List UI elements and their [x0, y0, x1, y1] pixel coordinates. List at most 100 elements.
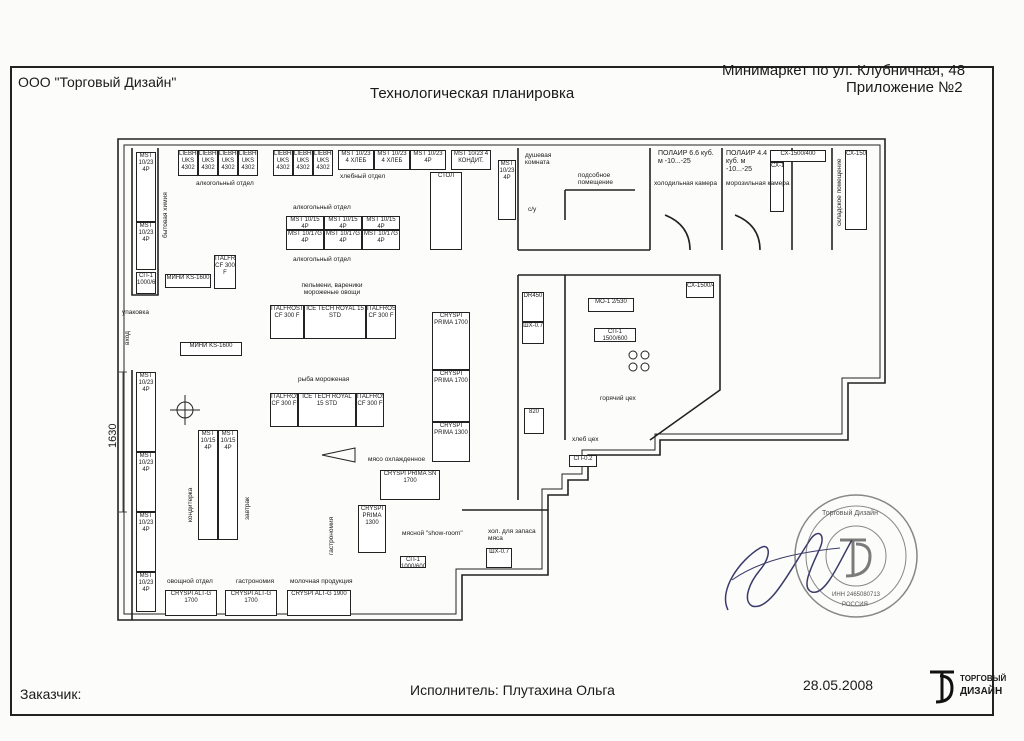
zone-fish: рыба мороженая	[298, 376, 350, 383]
stamp-name: Торговый Дизайн	[822, 510, 878, 517]
zone-alcohol-1: алкогольный отдел	[196, 180, 254, 187]
stamp-inn: ИНН 2465080713	[832, 592, 881, 598]
zone-meat-chilled: мясо охлажденное	[368, 456, 426, 463]
packing-table: СП-1 1000/600	[136, 272, 156, 294]
company-logo: ТОРГОВЫЙ ДИЗАЙН	[926, 668, 1006, 706]
wall-shelf: MST 10/23 4P	[136, 452, 156, 512]
zone-bakery: хлеб цех	[572, 436, 599, 443]
cryspi-alt: CRYSPI ALT-G 1900	[287, 590, 351, 616]
zone-meat-showroom: мясной "show-room"	[402, 530, 463, 537]
zone-packing: упаковка	[122, 309, 149, 316]
zone-cold-chamber: холодильная камера	[654, 180, 718, 187]
stamp-country: РОССИЯ	[842, 602, 868, 608]
polair-chamber-1: ПОЛАИР 6.6 куб. м -10...-25	[658, 150, 714, 165]
executor-label: Исполнитель: Плутахина Ольга	[410, 682, 615, 698]
company-name: ООО "Торговый Дизайн"	[18, 74, 177, 90]
warehouse-shelf: СХ-1500/400	[845, 150, 867, 230]
cx-unit: СХ-1500/400	[770, 150, 826, 162]
left-shelf-column	[131, 148, 159, 296]
left-shelf: MST 10/23 4P	[136, 152, 156, 222]
customer-label: Заказчик:	[20, 686, 82, 702]
backroom-partitions	[517, 148, 833, 251]
zone-utility: подсобное помещение	[578, 172, 613, 186]
zone-wc: с/у	[528, 206, 537, 213]
backroom-shelf: MST 10/23 4P	[498, 160, 516, 220]
cryspi-showcase: CRYSPI PRIMA 1300	[358, 505, 386, 553]
chest-freezer: МИНИ KS-1600	[180, 342, 242, 356]
company-stamp: Торговый Дизайн ИНН 2465080713 РОССИЯ	[792, 492, 920, 620]
door-arc-2	[734, 214, 761, 251]
zone-dumplings: пельмени, вареники мороженые овощи	[301, 282, 363, 296]
liebherr-fridge: LIEBHERR UKS 4302	[293, 150, 313, 176]
cx-unit: СХ-1500/400	[686, 282, 714, 298]
bread-shelf: MST 10/23 4 ХЛЕБ	[374, 150, 410, 170]
zone-gastronomy: гастрономия	[236, 578, 275, 585]
ice-tech-island: ICE TECH ROYAL 15 STD	[298, 393, 356, 427]
zone-meat-storage: хол. для запаса мяса	[488, 528, 536, 542]
production-table: СП-1 1500/600	[594, 328, 636, 342]
liebherr-fridge: LIEBHERR UKS 4302	[273, 150, 293, 176]
drawing-title: Технологическая планировка	[370, 85, 575, 102]
number-820-unit: 820	[524, 408, 544, 434]
bread-shelf: MST 10/23 4 ХЛЕБ	[338, 150, 374, 170]
logo-line-2: ДИЗАЙН	[960, 686, 1003, 697]
zone-alcohol-3: алкогольный отдел	[293, 256, 351, 263]
wall-shelf: MST 10/23 4P	[136, 512, 156, 572]
cabinet-shk: ШХ-0.7	[522, 322, 544, 344]
project-name: Минимаркет по ул. Клубничная, 48	[722, 62, 966, 79]
island-shelf: MST 10/17G 4P	[362, 230, 400, 250]
dr450-unit: DR450	[522, 292, 544, 322]
door-arc-1	[664, 214, 691, 251]
cryspi-alt: CRYSPI ALT-G 1700	[165, 590, 217, 616]
date-label: 28.05.2008	[803, 677, 874, 693]
freezer-shelf: СХ-1500/400	[770, 162, 784, 212]
island-shelf: MST 10/17G 4P	[324, 230, 362, 250]
left-shelf: MST 10/23 4P	[136, 222, 156, 270]
island-shelf: MST 10/15 4P	[324, 216, 362, 230]
chest-freezer: МИНИ KS-1600	[165, 274, 211, 288]
cryspi-showcase: CRYSPI PRIMA 1700	[432, 370, 470, 422]
outer-wall-inner	[123, 144, 881, 615]
italfrost-freezer: ITALFROST CF 300 F	[270, 393, 298, 427]
liebherr-fridge: LIEBHERR UKS 4302	[218, 150, 238, 176]
italfrost-freezer: ITALFROST CF 300 F	[366, 305, 396, 339]
outer-wall	[117, 138, 886, 621]
cabinet-shk: ШХ-0.7	[486, 548, 512, 568]
italfrost-freezer: ITALFROST CF 300 F	[356, 393, 384, 427]
cryspi-showcase: CRYSPI PRIMA SN 1700	[380, 470, 440, 500]
wall-shelf: MST 10/23 4P	[136, 372, 156, 452]
staff-room-cabinet: СТОЛ	[430, 172, 462, 250]
zone-bread: хлебный отдел	[340, 173, 386, 180]
mo-unit: МО-1 2/530	[588, 298, 634, 312]
wall-shelf: MST 10/23 4P	[136, 572, 156, 612]
liebherr-fridge: LIEBHERR UKS 4302	[238, 150, 258, 176]
cryspi-alt: CRYSPI ALT-G 1700	[225, 590, 277, 616]
cryspi-showcase: CRYSPI PRIMA 1300	[432, 422, 470, 462]
shower-partition	[564, 189, 635, 220]
sp-unit: СП-0.2	[569, 455, 597, 467]
production-partition	[517, 274, 721, 500]
liebherr-fridge: LIEBHERR UKS 4302	[198, 150, 218, 176]
zone-dairy: молочная продукция	[290, 578, 353, 585]
stove-burner	[628, 350, 638, 360]
bread-shelf: MST 10/23 4P	[410, 150, 446, 170]
zone-shower: душевая комната	[525, 152, 552, 166]
island-shelf: MST 10/15 4P	[362, 216, 400, 230]
logo-line-1: ТОРГОВЫЙ	[960, 674, 1007, 683]
zone-freezer-chamber: морозильная камера	[726, 180, 790, 187]
cryspi-showcase: CRYSPI PRIMA 1700	[432, 312, 470, 370]
polair-chamber-2: ПОЛАИР 4.4 куб. м -10...-25	[726, 150, 768, 173]
confectionery-island: MST 10/15 4P	[218, 430, 238, 540]
appendix-label: Приложение №2	[846, 79, 963, 96]
confectionery-shelf: MST 10/23 4 КОНДИТ.	[451, 150, 491, 170]
island-shelf: MST 10/17G 4P	[286, 230, 324, 250]
zone-alcohol-2: алкогольный отдел	[293, 204, 351, 211]
island-shelf: MST 10/15 4P	[286, 216, 324, 230]
zone-vegetables: овощной отдел	[167, 578, 213, 585]
liebherr-fridge: LIEBHERR UKS 4302	[178, 150, 198, 176]
zone-hot-shop: горячий цех	[600, 395, 636, 402]
ice-tech-island: ICE TECH ROYAL 15 STD	[304, 305, 366, 339]
confectionery-island: MST 10/15 4P	[198, 430, 218, 540]
